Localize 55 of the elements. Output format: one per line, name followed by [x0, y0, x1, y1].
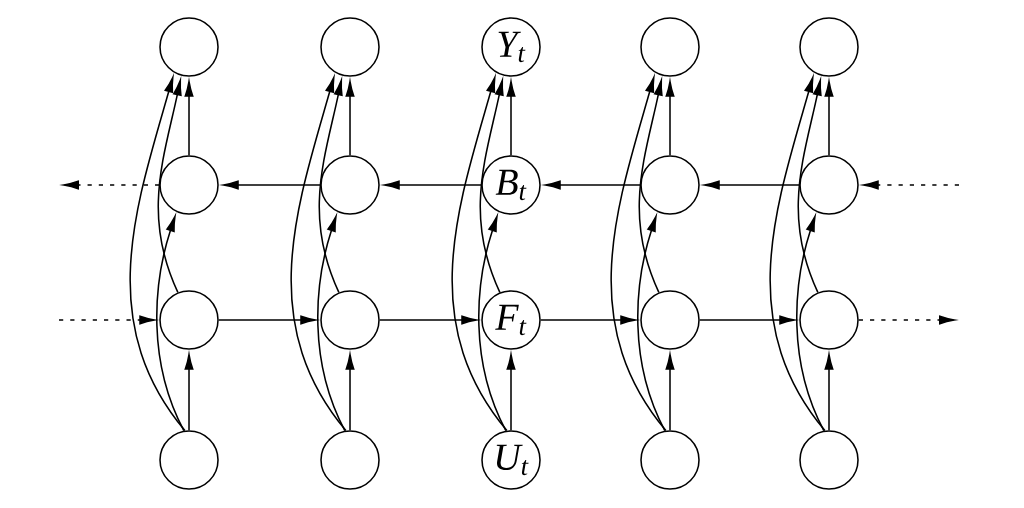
arrow [638, 79, 663, 294]
circle-node [320, 290, 380, 350]
arrow [184, 353, 194, 431]
arrow [290, 76, 347, 432]
circle-node [799, 155, 859, 215]
circle-node [320, 17, 380, 77]
arrow [862, 180, 960, 190]
circle-node [320, 155, 380, 215]
arrow [318, 79, 343, 294]
circle-node [799, 17, 859, 77]
circle-node [159, 430, 219, 490]
arrow [479, 79, 504, 294]
arrow [824, 353, 834, 431]
arrow [796, 215, 825, 432]
arrow [345, 80, 355, 156]
circle-node [159, 17, 219, 77]
arrow [506, 353, 516, 431]
arrow [665, 80, 675, 156]
circle-node [640, 155, 700, 215]
circle-node [799, 290, 859, 350]
arrow [157, 79, 182, 294]
arrow [478, 215, 507, 432]
arrow [218, 315, 317, 325]
arrow [769, 76, 826, 432]
circle-node [799, 430, 859, 490]
circle-node [159, 155, 219, 215]
arrow [58, 315, 156, 325]
arrow [451, 76, 508, 432]
circle-node: U$_{t}$ [481, 430, 541, 490]
arrow [317, 215, 346, 432]
arrow [665, 353, 675, 431]
arrow [797, 79, 822, 294]
circle-node: F$_{t}$ [481, 290, 541, 350]
arrow [222, 180, 321, 190]
arrow [379, 315, 478, 325]
arrow [540, 315, 637, 325]
circle-node: Y$_{t}$ [481, 17, 541, 77]
arrow [637, 215, 666, 432]
arrow [610, 76, 667, 432]
arrow [703, 180, 800, 190]
arrow [506, 80, 516, 156]
circle-node [159, 290, 219, 350]
arrow [383, 180, 482, 190]
arrow [345, 353, 355, 431]
arrow [184, 80, 194, 156]
circle-node [320, 430, 380, 490]
arrow [129, 76, 186, 432]
circle-node: B$_{t}$ [481, 155, 541, 215]
arrow [824, 80, 834, 156]
circle-node [640, 17, 700, 77]
circle-node [640, 430, 700, 490]
circle-node [640, 290, 700, 350]
arrow [544, 180, 641, 190]
arrow [699, 315, 796, 325]
arrow [156, 215, 185, 432]
